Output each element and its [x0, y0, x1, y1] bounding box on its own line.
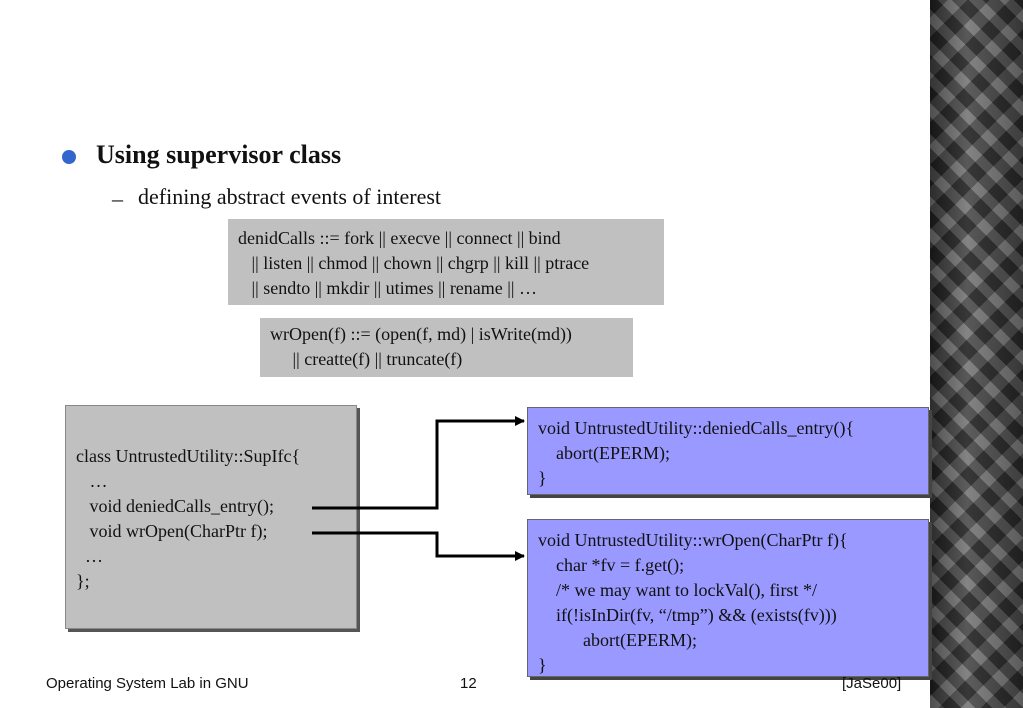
sub-bullet-dash: –: [112, 186, 123, 211]
footer-citation: [JaSe00]: [842, 675, 902, 692]
arrow-wropen: [312, 531, 525, 561]
code-line: abort(EPERM);: [538, 630, 697, 650]
code-line: }: [538, 655, 547, 675]
code-line: }: [538, 468, 547, 488]
footer-course-title: Operating System Lab in GNU: [46, 675, 249, 692]
code-line: void UntrustedUtility::wrOpen(CharPtr f)…: [538, 530, 848, 550]
wropen-impl-box: void UntrustedUtility::wrOpen(CharPtr f)…: [527, 519, 929, 677]
code-line: class UntrustedUtility::SupIfc{: [76, 446, 301, 466]
code-line: void wrOpen(CharPtr f);: [76, 521, 268, 541]
bullet-dot-icon: [62, 150, 76, 164]
supifc-class-box: class UntrustedUtility::SupIfc{ … void d…: [65, 405, 357, 629]
code-line: char *fv = f.get();: [538, 555, 685, 575]
code-line: if(!isInDir(fv, “/tmp”) && (exists(fv))): [538, 605, 837, 625]
code-line: abort(EPERM);: [538, 443, 670, 463]
code-line: || creatte(f) || truncate(f): [270, 349, 463, 369]
code-line: denidCalls ::= fork || execve || connect…: [238, 228, 561, 248]
code-line: || sendto || mkdir || utimes || rename |…: [238, 278, 538, 298]
denied-calls-definition-box: denidCalls ::= fork || execve || connect…: [228, 219, 664, 305]
wropen-definition-box: wrOpen(f) ::= (open(f, md) | isWrite(md)…: [260, 318, 633, 377]
side-texture-decoration: [930, 0, 1023, 708]
sub-bullet-text: defining abstract events of interest: [138, 184, 442, 209]
arrow-denied-calls: [312, 416, 525, 510]
code-line: …: [76, 471, 108, 491]
code-line: void deniedCalls_entry();: [76, 496, 274, 516]
code-line: };: [76, 571, 90, 591]
code-line: void UntrustedUtility::deniedCalls_entry…: [538, 418, 855, 438]
code-line: || listen || chmod || chown || chgrp || …: [238, 253, 590, 273]
code-line: /* we may want to lockVal(), first */: [538, 580, 817, 600]
denied-calls-entry-impl-box: void UntrustedUtility::deniedCalls_entry…: [527, 407, 929, 495]
code-line: wrOpen(f) ::= (open(f, md) | isWrite(md)…: [270, 324, 572, 344]
bullet-heading: Using supervisor class: [96, 140, 342, 169]
code-line: …: [76, 546, 103, 566]
footer-page-number: 12: [460, 675, 477, 692]
